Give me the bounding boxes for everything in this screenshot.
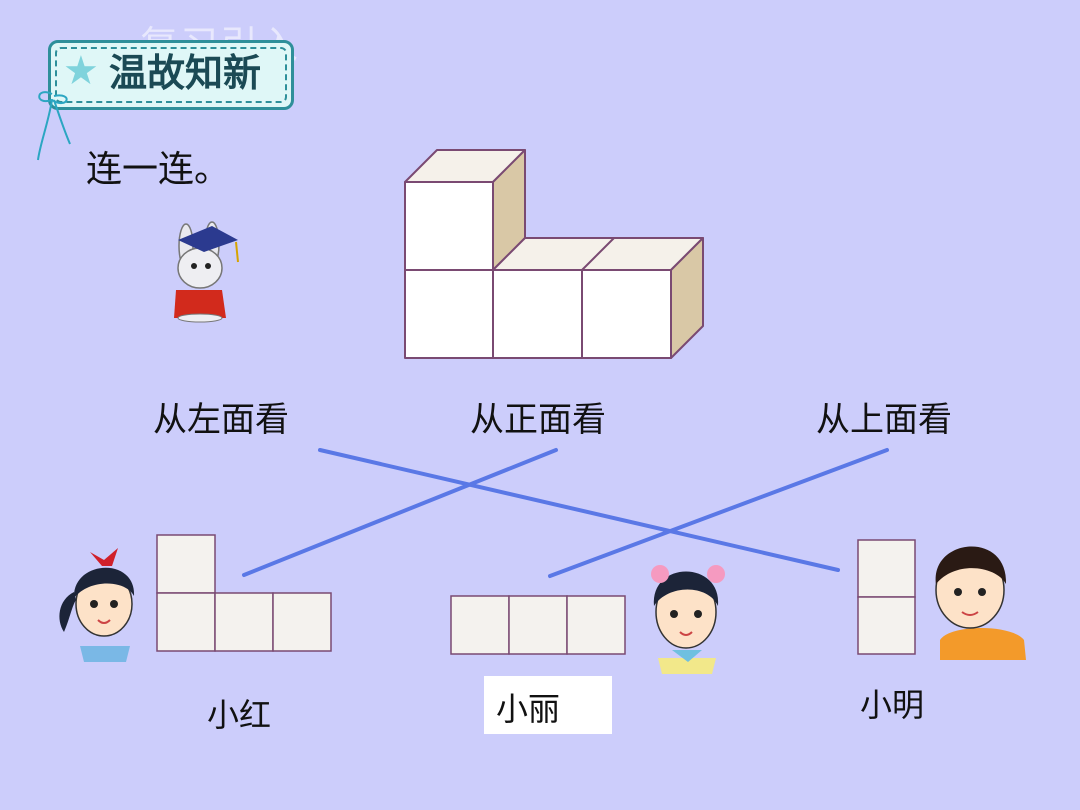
- ribbon-icon: [37, 91, 71, 161]
- rabbit-mascot-icon: [174, 221, 239, 323]
- name-label-xiaoming: 小明: [860, 686, 925, 724]
- view-label-front: 从正面看: [470, 400, 606, 440]
- instruction-text: 连一连。: [86, 149, 231, 190]
- connector-lines: [242, 448, 889, 578]
- connector-left-view: [318, 448, 840, 572]
- view-shape-l: [156, 534, 332, 652]
- view-shape-column: [857, 539, 916, 655]
- name-label-xiaoli: 小丽: [496, 690, 561, 728]
- girl-avatar-icon: [651, 565, 725, 674]
- boy-avatar-icon: [935, 546, 1026, 660]
- view-label-left: 从左面看: [153, 400, 289, 440]
- girl-avatar-icon: [59, 548, 135, 662]
- banner-title: 温故知新: [109, 51, 262, 95]
- name-label-xiaohong: 小红: [207, 696, 272, 734]
- cube-solid: [404, 149, 704, 359]
- view-label-top: 从上面看: [816, 400, 952, 440]
- star-icon: ★: [63, 48, 99, 94]
- connector-top-view: [548, 448, 889, 578]
- banner-border: [55, 47, 287, 103]
- connector-front-view: [242, 448, 558, 577]
- view-shape-row: [450, 595, 626, 655]
- name-box-xiaoli: 小丽: [484, 676, 612, 734]
- section-banner: ★ 温故知新: [48, 40, 294, 110]
